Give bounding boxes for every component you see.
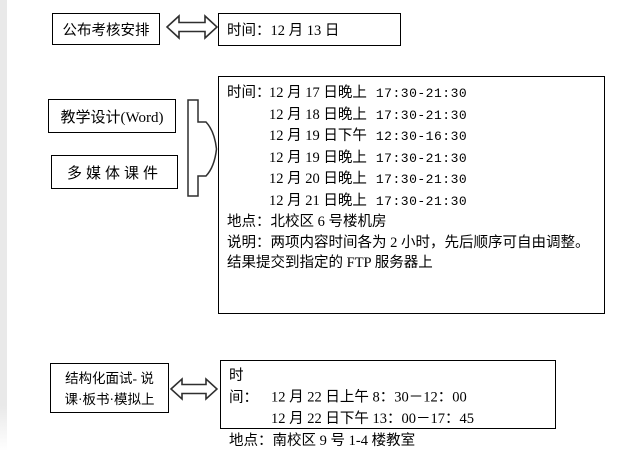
schedule-row-date: 12 月 18 日晚上 <box>269 106 367 123</box>
interview-location: 地点：南校区 9 号 1-4 楼教室 <box>229 432 416 449</box>
schedule-row-time: 17:30-21:30 <box>375 172 468 187</box>
announce-label: 公布考核安排 <box>62 22 150 39</box>
page-edge-strip <box>0 0 7 451</box>
schedule-row-date: 12 月 19 日下午 <box>269 128 367 144</box>
left-right-arrow-icon <box>166 14 218 40</box>
announce-time-box: 时间：12 月 13 日 <box>218 13 401 46</box>
interview-label-line2: 课·板书·模拟上 <box>64 392 155 407</box>
interview-label-line1: 结构化面试- 说 <box>65 371 154 386</box>
schedule-row-date: 12 月 19 日晚上 <box>269 149 367 166</box>
interview-time-line1: 时间： 12 月 22 日上午 8：30－12：00 <box>229 366 547 409</box>
schedule-row: 12 月 19 日下午 12:30-16:30 <box>227 126 596 148</box>
schedule-row-date: 12 月 17 日晚上 <box>269 85 367 101</box>
schedule-note: 说明：两项内容时间各为 2 小时，先后顺序可自由调整。结果提交到指定的 FTP … <box>227 234 590 272</box>
task-box-teaching-design: 教学设计(Word) <box>48 99 176 133</box>
task-box-multimedia-courseware: 多媒体课件 <box>51 155 178 189</box>
interview-label-box: 结构化面试- 说 课·板书·模拟上 <box>50 363 169 413</box>
schedule-row: 时间：12 月 17 日晚上 17:30-21:30 <box>227 83 596 105</box>
interview-time2: 12 月 22 日下午 13：00－17：45 <box>271 411 474 427</box>
left-right-arrow-icon <box>170 377 218 401</box>
interview-time-line2: 12 月 22 日下午 13：00－17：45 <box>229 409 547 431</box>
schedule-row: 12 月 21 日晚上 17:30-21:30 <box>227 191 596 213</box>
schedule-row-time: 17:30-21:30 <box>375 107 468 123</box>
schedule-row-date: 12 月 20 日晚上 <box>269 171 367 187</box>
schedule-row: 12 月 19 日晚上 17:30-21:30 <box>227 148 596 170</box>
schedule-location: 地点：北校区 6 号楼机房 <box>227 214 387 230</box>
schedule-row-date: 12 月 21 日晚上 <box>269 192 367 209</box>
task-teaching-design-label: 教学设计(Word) <box>60 109 164 126</box>
interview-time1: 12 月 22 日上午 8：30－12：00 <box>271 389 467 406</box>
schedule-row-time: 17:30-21:30 <box>375 86 468 101</box>
schedule-row-time: 17:30-21:30 <box>375 150 468 166</box>
announce-label-box: 公布考核安排 <box>52 13 160 45</box>
schedule-row-time: 17:30-21:30 <box>375 193 468 209</box>
interview-time-prefix: 时间： <box>229 368 258 406</box>
machine-test-schedule-box: 时间：12 月 17 日晚上 17:30-21:30 12 月 18 日晚上 17:… <box>218 76 605 314</box>
merge-right-arrow-icon <box>187 99 218 197</box>
schedule-row-prefix: 时间： <box>227 85 271 101</box>
schedule-row-time: 12:30-16:30 <box>375 129 468 144</box>
interview-info-box: 时间： 12 月 22 日上午 8：30－12：00 12 月 22 日下午 13… <box>220 360 556 449</box>
announce-time-text: 时间：12 月 13 日 <box>227 23 340 39</box>
task-multimedia-label: 多媒体课件 <box>66 165 162 182</box>
schedule-row: 12 月 18 日晚上 17:30-21:30 <box>227 105 596 127</box>
schedule-row: 12 月 20 日晚上 17:30-21:30 <box>227 169 596 191</box>
